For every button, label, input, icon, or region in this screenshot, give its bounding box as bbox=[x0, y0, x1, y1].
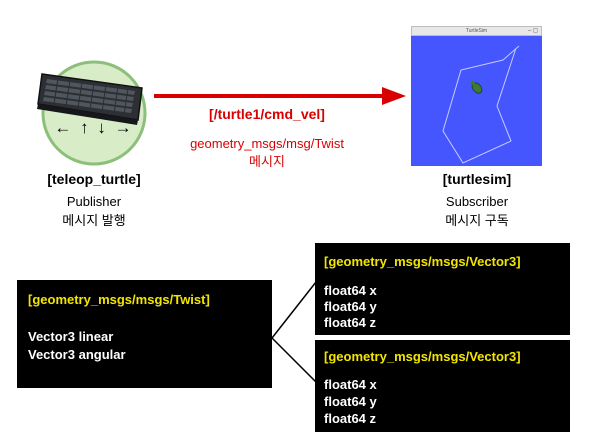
vector3-box-1: [geometry_msgs/msgs/Vector3] float64 x f… bbox=[315, 243, 570, 335]
turtlesim-window: TurtleSim – ◻ bbox=[411, 26, 542, 166]
vector3-box-1-field-z: float64 z bbox=[324, 315, 377, 330]
window-controls-icon: – ◻ bbox=[528, 28, 538, 34]
turtlesim-canvas bbox=[411, 36, 542, 166]
turtle-trail bbox=[442, 45, 520, 164]
subscriber-node-name: [turtlesim] bbox=[442, 171, 512, 187]
vector3-box-1-header: [geometry_msgs/msgs/Vector3] bbox=[324, 254, 521, 269]
turtlesim-titlebar: TurtleSim – ◻ bbox=[411, 26, 542, 36]
vector3-box-1-field-x: float64 x bbox=[324, 283, 377, 298]
topic-name: [/turtle1/cmd_vel] bbox=[209, 106, 325, 122]
vector3-box-2: [geometry_msgs/msgs/Vector3] float64 x f… bbox=[315, 340, 570, 432]
twist-box-header: [geometry_msgs/msgs/Twist] bbox=[28, 292, 210, 307]
publisher-desc: 메시지 발행 bbox=[62, 213, 126, 228]
connector-lines bbox=[271, 281, 317, 383]
keyboard-icon bbox=[37, 73, 143, 125]
topic-message-type: geometry_msgs/msg/Twist bbox=[190, 136, 344, 151]
topic-arrow bbox=[154, 87, 406, 105]
vector3-box-2-field-y: float64 y bbox=[324, 394, 377, 409]
subscriber-role: Subscriber bbox=[445, 194, 509, 209]
vector3-box-1-field-y: float64 y bbox=[324, 299, 377, 314]
twist-field-linear: Vector3 linear bbox=[28, 329, 114, 344]
topic-message-desc: 메시지 bbox=[249, 154, 285, 169]
vector3-box-2-field-z: float64 z bbox=[324, 411, 377, 426]
publisher-node-name: [teleop_turtle] bbox=[47, 171, 141, 187]
keyboard-illustration bbox=[37, 60, 147, 166]
arrow-head-icon bbox=[382, 87, 406, 105]
vector3-box-2-header: [geometry_msgs/msgs/Vector3] bbox=[324, 349, 521, 364]
turtle-icon bbox=[470, 80, 483, 94]
twist-message-box: [geometry_msgs/msgs/Twist] Vector3 linea… bbox=[17, 280, 272, 388]
twist-field-angular: Vector3 angular bbox=[28, 347, 126, 362]
arrow-keys-label: ← ↑ ↓ → bbox=[54, 118, 134, 137]
subscriber-desc: 메시지 구독 bbox=[445, 213, 509, 228]
publisher-role: Publisher bbox=[66, 194, 122, 209]
vector3-box-2-field-x: float64 x bbox=[324, 377, 377, 392]
turtlesim-title: TurtleSim bbox=[465, 28, 488, 34]
